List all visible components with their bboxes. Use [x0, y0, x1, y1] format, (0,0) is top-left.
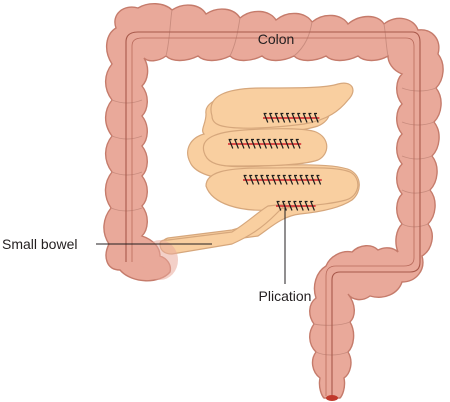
suture-stitch [282, 174, 288, 185]
suture-stitch [266, 174, 271, 185]
suture-stitch [294, 174, 299, 185]
suture-stitch [273, 138, 279, 149]
suture-stitch [286, 112, 291, 123]
suture-stitch [267, 138, 273, 149]
suture-stitch [287, 200, 293, 211]
anus-mark [326, 395, 338, 401]
suture-stitch [310, 200, 315, 211]
suture-stitch [314, 112, 319, 123]
suture-stitch [245, 138, 251, 149]
suture-stitch [271, 174, 277, 185]
small-bowel-top-loop [210, 82, 354, 129]
suture-stitch [276, 200, 282, 211]
plication-row-3 [243, 174, 322, 185]
suture-stitch [316, 174, 322, 185]
suture-stitch [299, 200, 304, 211]
colon-lumen-line-inner [131, 37, 415, 396]
suture-stitch [305, 174, 310, 185]
colon-lumen-line [125, 31, 421, 396]
suture-stitch [291, 112, 297, 123]
suture-stitch [288, 174, 294, 185]
suture-stitch [249, 174, 254, 185]
suture-stitch [280, 112, 286, 123]
suture-stitch [279, 138, 284, 149]
suture-stitch [274, 112, 280, 123]
suture-stitch [295, 138, 301, 149]
plication-row-1 [263, 112, 320, 123]
plication-sutures [228, 112, 322, 211]
labels: Colon Small bowel Plication [2, 31, 311, 304]
suture-stitch [293, 200, 299, 211]
suture-stitch [299, 174, 305, 185]
suture-stitch [243, 174, 249, 185]
label-small-bowel: Small bowel [2, 236, 77, 252]
suture-stitch [260, 174, 266, 185]
colon [103, 3, 444, 401]
colon-body [103, 3, 444, 399]
suture-stitch [228, 138, 234, 149]
suture-stitch [263, 112, 269, 123]
plication-row-4 [276, 200, 316, 211]
suture-stitch [256, 138, 262, 149]
suture-stitch [310, 174, 316, 185]
suture-stitch [308, 112, 314, 123]
small-bowel-middle-loop [202, 128, 328, 167]
suture-stitch [284, 138, 290, 149]
plication-row-2 [228, 138, 302, 149]
small-bowel [142, 82, 360, 280]
suture-stitch [234, 138, 239, 149]
suture-stitch [304, 200, 310, 211]
suture-stitch [290, 138, 295, 149]
suture-stitch [262, 138, 267, 149]
label-plication: Plication [259, 288, 312, 304]
suture-stitch [269, 112, 274, 123]
suture-stitch [254, 174, 260, 185]
suture-stitch [277, 174, 282, 185]
label-colon: Colon [258, 31, 295, 47]
suture-stitch [302, 112, 308, 123]
suture-stitch [239, 138, 245, 149]
suture-stitch [297, 112, 302, 123]
caecum-junction [142, 240, 178, 280]
suture-stitch [251, 138, 256, 149]
